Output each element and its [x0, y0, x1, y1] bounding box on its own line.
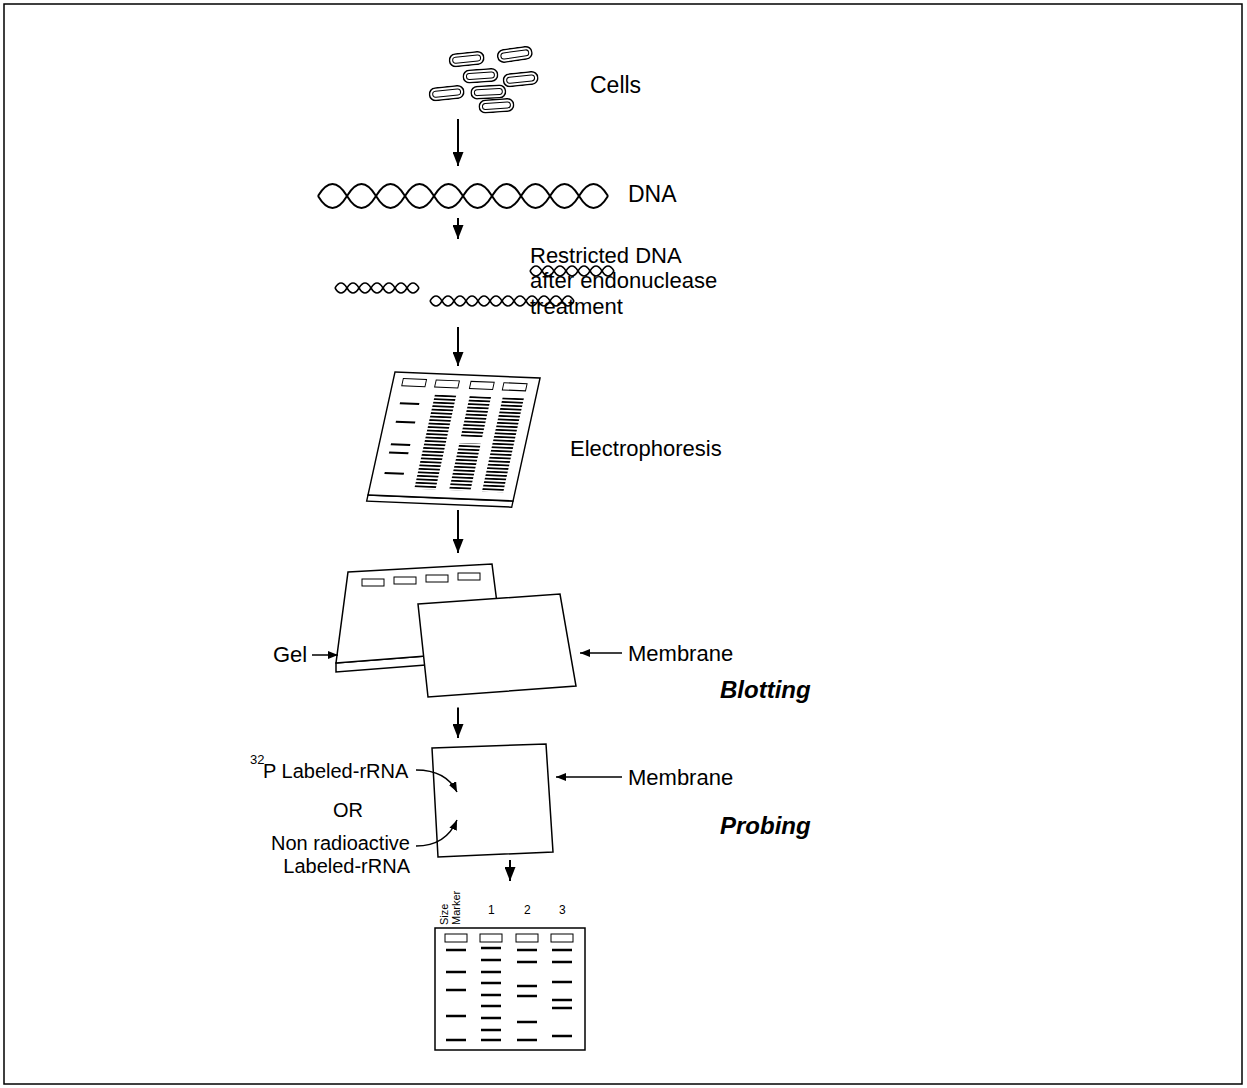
step-label: DNA [628, 181, 677, 207]
gel-well [469, 381, 494, 389]
flow-arrow [457, 119, 459, 166]
electrophoresis-gel [367, 372, 540, 507]
cells-drawing [429, 46, 539, 113]
blotting-drawing [312, 564, 622, 697]
gel-well [445, 934, 467, 942]
probe-label: OR [333, 799, 363, 822]
gel-well [551, 934, 573, 942]
cell [503, 71, 539, 87]
gel-well [402, 379, 427, 387]
fragment-strand [530, 266, 614, 276]
part-label: Gel [273, 642, 307, 667]
fragment-strand [530, 266, 614, 276]
gel-well [516, 934, 538, 942]
blotting-step: Gel MembraneBlotting [268, 555, 840, 706]
gel-well [426, 575, 448, 582]
lane-number: 3 [559, 904, 566, 918]
probing-step: MembraneProbing [425, 740, 840, 858]
cell [429, 85, 465, 101]
step-label: Electrophoresis [570, 436, 722, 461]
dna-helix [318, 184, 608, 208]
gel-bands [385, 403, 420, 474]
dna-strand [318, 184, 608, 208]
blot-bands [446, 948, 572, 1040]
flow-arrow [457, 510, 459, 553]
electrophoresis-step: Electrophoresis [360, 368, 760, 508]
pointer-arrow [580, 652, 622, 654]
lane-number: 2 [524, 904, 531, 918]
gel-well [502, 383, 527, 391]
connectors [458, 119, 510, 881]
fragment-strand [335, 283, 419, 293]
figure-frame [4, 4, 1242, 1084]
membrane-sheet [418, 594, 576, 697]
step-label: Cells [590, 72, 641, 98]
gel-well [458, 573, 480, 580]
gel-lane [482, 397, 524, 492]
step-title: Probing [720, 812, 811, 840]
flow-arrow [457, 218, 459, 239]
gel-lane [449, 443, 481, 491]
gel-well [362, 579, 384, 586]
pointer-arrow [556, 776, 622, 778]
fragment-strand [430, 296, 574, 306]
result-blot [435, 928, 585, 1050]
gel-well [435, 380, 460, 388]
step-title: Blotting [720, 676, 811, 704]
cell [449, 51, 485, 67]
gel-well [480, 934, 502, 942]
part-label: Membrane [628, 765, 733, 790]
flow-arrow [509, 860, 511, 881]
flow-arrow [457, 327, 459, 366]
blot-frame [435, 928, 585, 1050]
dna-fragments [335, 266, 614, 306]
fragment-strand [335, 283, 419, 293]
probe-arrow [416, 820, 457, 846]
pointer-arrow [312, 654, 338, 656]
dna-strand [318, 184, 608, 208]
cell [479, 98, 514, 113]
membrane-sheet [432, 744, 553, 857]
lane-number: 1 [488, 904, 495, 918]
step-label: Restricted DNA after endonuclease treatm… [530, 243, 724, 319]
flow-arrow [457, 708, 459, 738]
probe-label: Non radioactive Labeled-rRNA [245, 832, 410, 878]
cell [463, 68, 498, 83]
result-blot-step: Size Marker 1 2 3 [432, 883, 588, 1054]
fragment-strand [430, 296, 574, 306]
part-label: Membrane [628, 641, 733, 666]
restriction-step: Restricted DNA after endonuclease treatm… [325, 241, 735, 325]
cell [497, 46, 533, 63]
cell [471, 85, 506, 99]
probe-label: P Labeled-rRNA [263, 760, 408, 783]
probing-drawing [416, 744, 622, 857]
gel-well [394, 577, 416, 584]
probe-arrow [416, 770, 457, 792]
gel-lane [414, 394, 456, 489]
isotope-superscript: 32 [250, 753, 264, 768]
gel-lane [461, 396, 491, 438]
cells-step: Cells [415, 45, 665, 117]
gel-slab [368, 372, 540, 501]
dna-step: DNA [310, 168, 690, 216]
lane-label: Size Marker [439, 885, 462, 925]
